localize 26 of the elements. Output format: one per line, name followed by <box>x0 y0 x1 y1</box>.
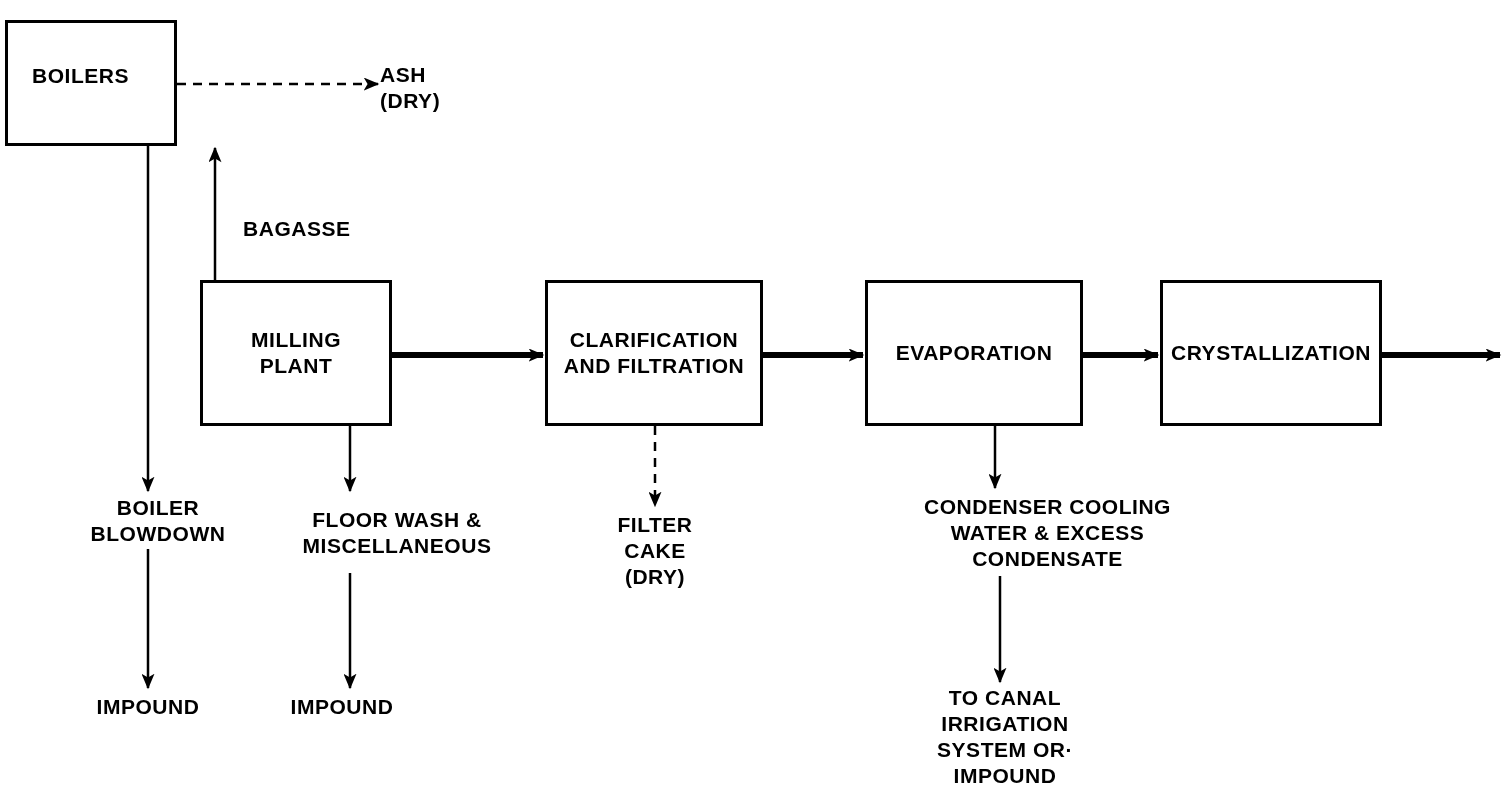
arrow <box>208 146 222 280</box>
stream-label: CONDENSER COOLING WATER & EXCESS CONDENSATE <box>910 490 1185 576</box>
stream-label: ASH (DRY) <box>380 62 490 112</box>
arrow <box>763 348 865 362</box>
arrow <box>141 146 155 493</box>
stream-label: FLOOR WASH & MISCELLANEOUS <box>262 493 532 573</box>
arrow <box>343 573 357 690</box>
process-box: CRYSTALLIZATION <box>1160 280 1382 426</box>
stream-label: BOILER BLOWDOWN <box>88 493 228 549</box>
stream-label: FILTER CAKE (DRY) <box>600 508 710 594</box>
arrow <box>392 348 545 362</box>
arrow <box>988 426 1002 490</box>
process-box: BOILERS <box>5 20 177 146</box>
process-box: CLARIFICATION AND FILTRATION <box>545 280 763 426</box>
arrow <box>648 426 662 508</box>
stream-label: IMPOUND <box>78 690 218 724</box>
arrow <box>1382 348 1502 362</box>
stream-label: TO CANAL IRRIGATION SYSTEM OR· IMPOUND <box>905 684 1105 790</box>
arrow <box>177 77 380 91</box>
process-box: MILLING PLANT <box>200 280 392 426</box>
arrow <box>993 576 1007 684</box>
process-box: EVAPORATION <box>865 280 1083 426</box>
arrow <box>141 549 155 690</box>
arrow <box>343 426 357 493</box>
arrow <box>1083 348 1160 362</box>
stream-label: IMPOUND <box>272 690 412 724</box>
